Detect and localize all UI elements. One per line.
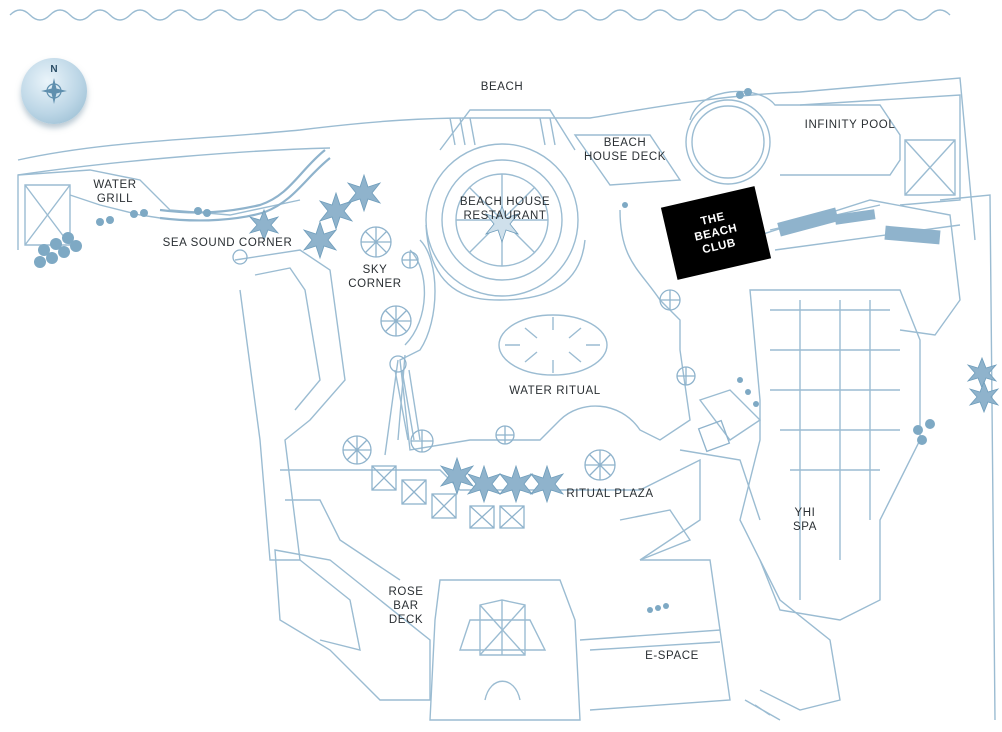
crossed-box [499, 505, 525, 529]
crossed-box [431, 493, 457, 519]
label-sky-corner: SKY CORNER [348, 264, 402, 290]
label-rose-bar-deck: ROSE BAR DECK [388, 586, 424, 626]
tree-icon [584, 449, 616, 481]
wave-border [9, 9, 951, 21]
palm-icon [346, 173, 382, 213]
tree-icon [401, 251, 419, 269]
restaurant-ring-outer [425, 143, 579, 297]
palm-icon [302, 220, 338, 260]
pavilion [479, 599, 526, 656]
pool-building [904, 139, 956, 196]
crossed-box [371, 465, 397, 491]
label-sea-sound-corner: SEA SOUND CORNER [162, 237, 293, 249]
palm-icon [484, 204, 520, 244]
palm-icon [318, 191, 354, 231]
tree-icon [380, 305, 412, 337]
palm-icon [439, 456, 475, 496]
tree-icon [676, 366, 696, 386]
palm-icon [248, 208, 280, 242]
label-ritual-plaza: RITUAL PLAZA [566, 488, 654, 500]
label-e-space: E-SPACE [645, 650, 699, 662]
palm-icon [968, 380, 1000, 414]
label-beach-house-deck: BEACH HOUSE DECK [583, 137, 667, 163]
label-water-grill: WATER GRILL [93, 179, 137, 205]
palm-icon [966, 356, 998, 390]
infinity-pool [685, 99, 771, 185]
label-beach-house-restaurant: BEACH HOUSE RESTAURANT [459, 196, 551, 222]
label-beach: BEACH [480, 81, 524, 93]
palm-icon [529, 464, 565, 504]
tree-icon [495, 425, 515, 445]
compass-north-label: N [50, 64, 58, 75]
label-yhi-spa: YHI SPA [793, 507, 817, 533]
tree-icon [659, 289, 681, 311]
tree-icon [360, 226, 392, 258]
palm-icon [498, 464, 534, 504]
tree-icon [232, 249, 248, 265]
crossed-box [401, 479, 427, 505]
sea-sound-path [159, 149, 326, 214]
tree-icon [342, 435, 372, 465]
crossed-box [697, 419, 731, 453]
water-ritual-pool [498, 314, 608, 376]
compass-icon: N [21, 58, 87, 124]
palm-icon [466, 464, 502, 504]
water-grill-building [24, 184, 71, 246]
yhi-spa [739, 289, 921, 621]
crossed-box [469, 505, 495, 529]
central-plaza [399, 209, 691, 451]
label-infinity-pool: INFINITY POOL [804, 119, 896, 131]
tree-icon [389, 355, 407, 373]
tree-icon [410, 429, 434, 453]
label-water-ritual: WATER RITUAL [509, 385, 601, 397]
